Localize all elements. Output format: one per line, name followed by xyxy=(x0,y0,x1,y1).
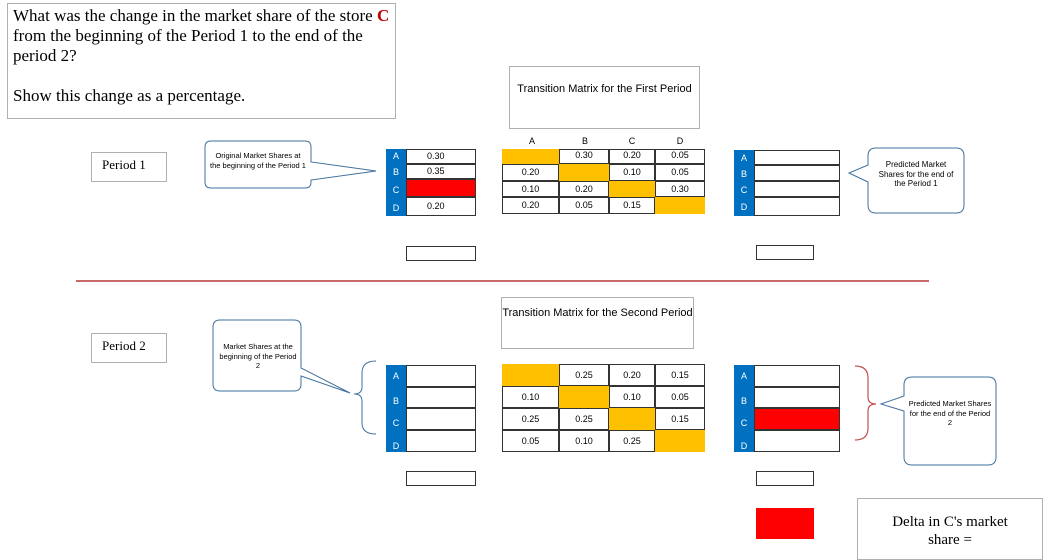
p2-start-share-c xyxy=(406,408,476,430)
p2-matrix-cc xyxy=(609,408,655,430)
p1-pred-letter-a: A xyxy=(740,153,747,163)
p2-predicted-b xyxy=(754,387,840,408)
p1-matrix-ba: 0.20 xyxy=(502,164,559,181)
p1-predicted-sum-box xyxy=(756,245,814,260)
p1-matrix-dd xyxy=(655,197,705,214)
p1-header-b: B xyxy=(581,136,588,146)
p1-letter-column: A B C D xyxy=(386,149,406,216)
callout-predicted-period2: Predicted Market Shares for the end of t… xyxy=(908,399,992,427)
p1-predicted-c xyxy=(754,181,840,197)
p1-matrix-aa xyxy=(502,149,559,164)
p2-matrix-cb: 0.25 xyxy=(559,408,609,430)
delta-result-cell xyxy=(756,508,814,539)
question-line1: What was the change in the market share … xyxy=(13,6,390,65)
p1-matrix-da: 0.20 xyxy=(502,197,559,214)
matrix-title-period1: Transition Matrix for the First Period xyxy=(509,66,700,129)
p2-row-letter-a: A xyxy=(392,371,399,381)
p2-matrix-ad: 0.15 xyxy=(655,364,705,386)
p2-matrix-bb xyxy=(559,386,609,408)
p1-predicted-letter-column: A B C D xyxy=(734,150,754,216)
p1-row-letter-c: C xyxy=(392,185,400,195)
question-box: What was the change in the market share … xyxy=(7,3,396,119)
delta-label-box: Delta in C's market share = xyxy=(857,498,1043,560)
callout-predicted-period1: Predicted Market Shares for the end of t… xyxy=(878,160,954,188)
p2-start-share-a xyxy=(406,365,476,387)
p2-matrix-ba: 0.10 xyxy=(502,386,559,408)
period2-label: Period 2 xyxy=(91,333,167,363)
p2-matrix-db: 0.10 xyxy=(559,430,609,452)
p2-matrix-da: 0.05 xyxy=(502,430,559,452)
p2-pred-letter-c: C xyxy=(740,418,748,428)
p1-header-d: D xyxy=(676,136,684,146)
period1-label: Period 1 xyxy=(91,152,167,182)
p2-matrix-bd: 0.05 xyxy=(655,386,705,408)
p2-start-sum-box xyxy=(406,471,476,486)
callout-original-shares: Original Market Shares at the beginning … xyxy=(210,151,306,170)
matrix-title-period2: Transition Matrix for the Second Period xyxy=(501,297,694,349)
p2-matrix-dc: 0.25 xyxy=(609,430,655,452)
p1-predicted-d xyxy=(754,197,840,216)
p1-header-a: A xyxy=(528,136,535,146)
p2-row-letter-b: B xyxy=(392,396,399,406)
p2-row-letter-c: C xyxy=(392,418,400,428)
p2-predicted-a xyxy=(754,365,840,387)
p1-matrix-cd: 0.30 xyxy=(655,181,705,197)
p1-matrix-ca: 0.10 xyxy=(502,181,559,197)
p2-matrix-aa xyxy=(502,364,559,386)
p2-letter-column: A B C D xyxy=(386,365,406,452)
p1-pred-letter-b: B xyxy=(740,169,747,179)
p2-row-letter-d: D xyxy=(392,441,400,451)
delta-label-line2: share = xyxy=(928,532,972,548)
p2-predicted-letter-column: A B C D xyxy=(734,365,754,452)
store-letter: C xyxy=(376,6,390,25)
section-divider xyxy=(76,280,929,282)
p2-matrix-dd xyxy=(655,430,705,452)
p2-matrix-ca: 0.25 xyxy=(502,408,559,430)
p1-matrix-ad: 0.05 xyxy=(655,149,705,164)
p1-initial-share-b: 0.35 xyxy=(406,164,476,179)
p1-matrix-ab: 0.30 xyxy=(559,149,609,164)
p1-matrix-db: 0.05 xyxy=(559,197,609,214)
callout-period2-start: Market Shares at the beginning of the Pe… xyxy=(219,342,297,370)
delta-label-line1: Delta in C's market xyxy=(892,514,1008,530)
p2-predicted-d xyxy=(754,430,840,452)
p1-initial-share-c xyxy=(406,179,476,197)
p2-predicted-c xyxy=(754,408,840,430)
p1-row-letter-b: B xyxy=(392,167,399,177)
p1-predicted-a xyxy=(754,150,840,165)
question-line2: Show this change as a percentage. xyxy=(13,86,246,105)
p2-start-share-d xyxy=(406,430,476,452)
p1-pred-letter-d: D xyxy=(740,202,748,212)
p2-matrix-ab: 0.25 xyxy=(559,364,609,386)
p1-matrix-bb xyxy=(559,164,609,181)
p2-matrix-bc: 0.10 xyxy=(609,386,655,408)
p2-pred-letter-b: B xyxy=(740,396,747,406)
p1-matrix-cc xyxy=(609,181,655,197)
p1-initial-share-a: 0.30 xyxy=(406,149,476,164)
p1-header-c: C xyxy=(628,136,636,146)
p1-initial-share-d: 0.20 xyxy=(406,197,476,216)
p2-predicted-sum-box xyxy=(756,471,814,486)
p1-matrix-bd: 0.05 xyxy=(655,164,705,181)
p1-row-letter-a: A xyxy=(392,151,399,161)
p2-matrix-ac: 0.20 xyxy=(609,364,655,386)
p1-matrix-cb: 0.20 xyxy=(559,181,609,197)
p2-pred-letter-d: D xyxy=(740,441,748,451)
p1-initial-sum-box xyxy=(406,246,476,261)
p1-row-letter-d: D xyxy=(392,203,400,213)
p1-pred-letter-c: C xyxy=(740,185,748,195)
p1-predicted-b xyxy=(754,165,840,181)
p1-matrix-dc: 0.15 xyxy=(609,197,655,214)
p2-pred-letter-a: A xyxy=(740,371,747,381)
p2-matrix-cd: 0.15 xyxy=(655,408,705,430)
p1-matrix-bc: 0.10 xyxy=(609,164,655,181)
p1-matrix-ac: 0.20 xyxy=(609,149,655,164)
p2-start-share-b xyxy=(406,387,476,408)
